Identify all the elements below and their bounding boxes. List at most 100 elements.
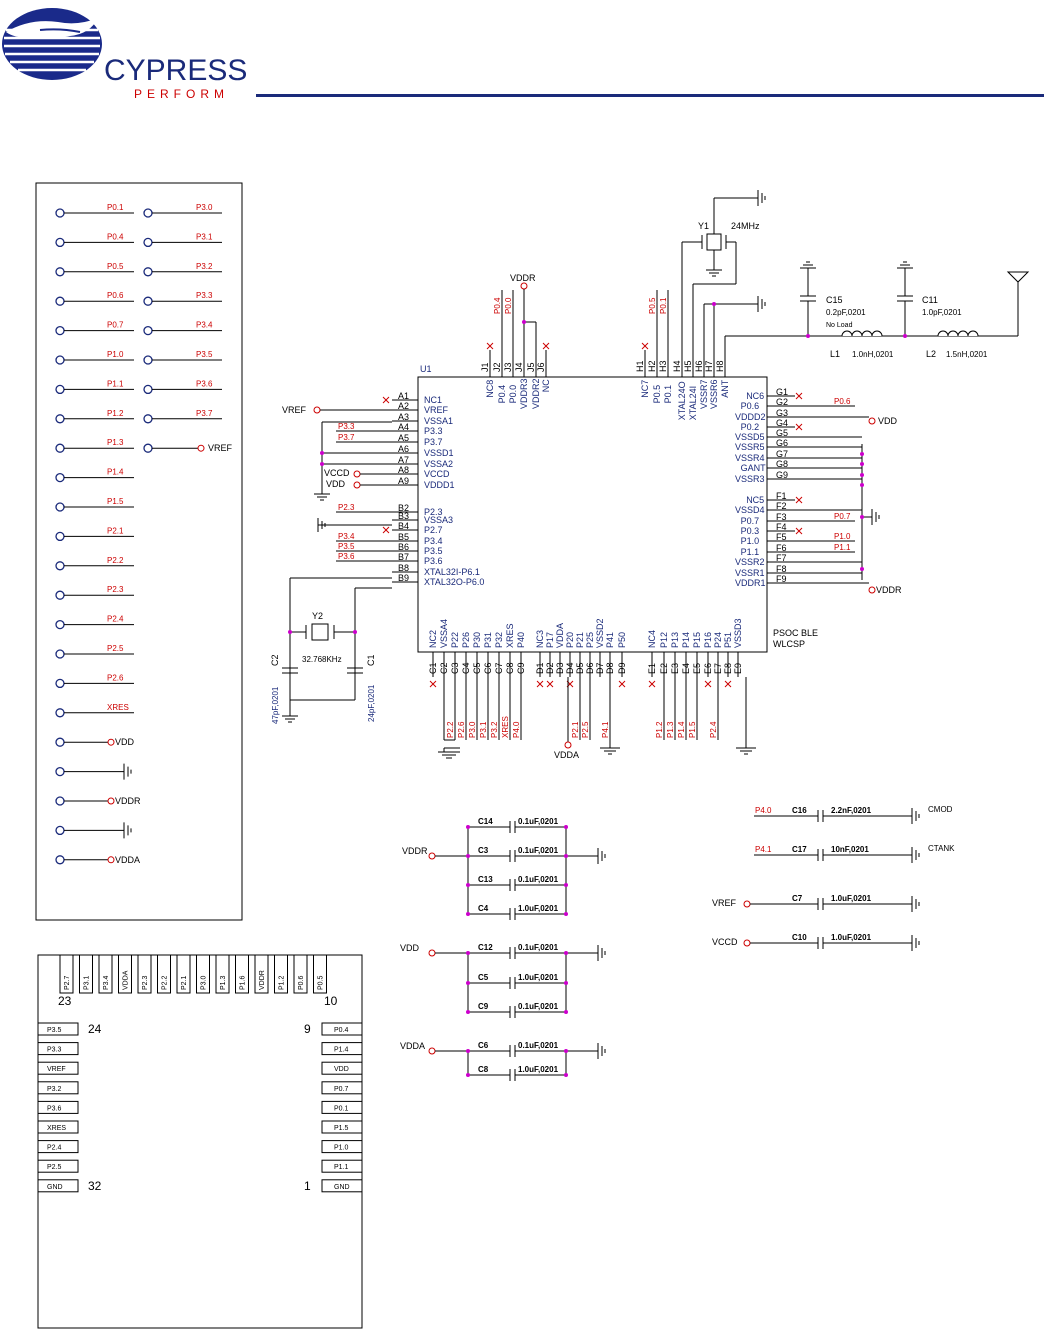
module-pin-label: P1.3 xyxy=(220,975,227,990)
module-right-pad xyxy=(321,1042,363,1056)
c2-ref: C2 xyxy=(270,654,280,666)
header-pin-label: P0.5 xyxy=(107,262,124,271)
u1-pin-number: E9 xyxy=(733,663,743,674)
u1-pin-number: A6 xyxy=(398,444,409,454)
u1-pin-number: C9 xyxy=(516,662,526,674)
net-label: P0.7 xyxy=(834,512,851,521)
net-label: P1.0 xyxy=(834,532,851,541)
header-pin xyxy=(55,296,65,306)
module-pin-label: P1.5 xyxy=(334,1125,349,1132)
u1-pin-name: VSSD4 xyxy=(735,505,765,515)
header-left-column: P0.1P0.4P0.5P0.6P0.7P1.0P1.1P1.2P1.3P1.4… xyxy=(55,203,141,865)
u1-pin-number: E7 xyxy=(713,663,723,674)
module-top-pad xyxy=(235,954,249,994)
header-pin-label: P0.7 xyxy=(107,321,124,330)
u1-pin-name: VDDR2 xyxy=(531,378,541,409)
header-pin xyxy=(143,208,153,218)
module-pin-label: GND xyxy=(334,1184,350,1191)
header-pin xyxy=(143,355,153,365)
u1-pin-number: H6 xyxy=(694,360,704,372)
header-pin xyxy=(143,296,153,306)
misc-net-label: P4.0 xyxy=(755,806,772,815)
module-pin-number: 23 xyxy=(58,994,72,1008)
u1-pin-number: H8 xyxy=(715,360,725,372)
u1-pin-name: P0.6 xyxy=(741,401,760,411)
u1-pin-number: F8 xyxy=(776,564,787,574)
vddr-right-label: VDDR xyxy=(876,585,902,595)
y2-value: 32.768KHz xyxy=(302,655,342,664)
u1-pin-number: B6 xyxy=(398,542,409,552)
power-port xyxy=(743,900,751,908)
u1-pin-name: P40 xyxy=(516,632,526,648)
cap-ref: C17 xyxy=(792,845,807,854)
module-pin-label: GND xyxy=(47,1184,63,1191)
module-pin-label: P0.1 xyxy=(334,1105,349,1112)
module-pin-label: P0.6 xyxy=(298,975,305,990)
u1-pin-name: P0.5 xyxy=(652,385,662,404)
module-top-pad xyxy=(98,954,113,994)
cypress-logo xyxy=(2,8,102,80)
net-label: P3.7 xyxy=(338,433,355,442)
u1-pin-name: VSSR6 xyxy=(709,379,719,409)
u1-pin-number: J6 xyxy=(536,362,546,372)
c15-value: 0.2pF,0201 xyxy=(826,308,866,317)
u1-pin-name: P3.6 xyxy=(424,556,443,566)
header-pin xyxy=(143,237,153,248)
u1-bottom-pins: C1NC2C2VSSA4C3P22P2.2C4P26P2.6C5P30P3.0C… xyxy=(428,618,743,740)
y1-value: 24MHz xyxy=(731,221,760,231)
u1-pin-number: D1 xyxy=(535,662,545,674)
module-top-pad xyxy=(79,954,93,994)
cap-label: CMOD xyxy=(928,805,953,814)
module-right-pad xyxy=(321,1120,363,1134)
module-top-pad xyxy=(157,954,171,994)
header-pin-label: VREF xyxy=(208,443,233,453)
module-right-pad xyxy=(321,1100,363,1114)
power-port xyxy=(428,949,436,957)
u1-pin-number: H2 xyxy=(647,360,657,372)
cap-value: 1.0uF,0201 xyxy=(518,973,559,982)
header-pin-label: P2.4 xyxy=(107,615,124,624)
u1-pin-name: P2.3 xyxy=(424,507,443,517)
net-label: P2.4 xyxy=(709,721,718,738)
u1-pin-number: A5 xyxy=(398,433,409,443)
u1-pin-number: C2 xyxy=(439,662,449,674)
u1-pin-name: P0.1 xyxy=(663,385,673,404)
header-pin-label: P3.5 xyxy=(196,350,213,359)
module-left-pad xyxy=(37,1100,79,1114)
header-pin-label: P3.2 xyxy=(196,262,213,271)
cap-value: 1.0uF,0201 xyxy=(831,894,872,903)
net-label: P0.0 xyxy=(504,297,513,314)
cap-ref: C6 xyxy=(478,1041,489,1050)
u1-pin-name: VSSD1 xyxy=(424,448,454,458)
module-pin-label: P0.5 xyxy=(318,975,325,990)
u1-pin-number: H5 xyxy=(683,360,693,372)
module-pin-label: P2.1 xyxy=(181,975,188,990)
power-port xyxy=(107,738,115,746)
header-pin xyxy=(55,590,65,600)
header-pin xyxy=(55,208,65,218)
u1-package: WLCSP xyxy=(773,639,805,649)
cap-ref: C14 xyxy=(478,817,493,826)
u1-pin-number: G4 xyxy=(776,418,788,428)
u1-pin-number: F5 xyxy=(776,532,787,542)
u1-pin-number: B3 xyxy=(398,511,409,521)
u1-pin-name: XTAL32I-P6.1 xyxy=(424,567,480,577)
u1-pin-number: G3 xyxy=(776,408,788,418)
brand-name: CYPRESS xyxy=(104,54,247,87)
u1-pin-number: G7 xyxy=(776,449,788,459)
header-pin-label: P2.3 xyxy=(107,585,124,594)
header-pin-label: P3.3 xyxy=(196,291,213,300)
header-pin-label: P2.1 xyxy=(107,526,124,535)
module-outline xyxy=(37,954,363,1329)
header-pin-label: P0.6 xyxy=(107,291,124,300)
u1-pin-name: GANT xyxy=(741,463,767,473)
u1-pin-name: P12 xyxy=(659,632,669,648)
net-label: P3.6 xyxy=(338,552,355,561)
u1-pin-number: D8 xyxy=(605,662,615,674)
u1-pin-number: D9 xyxy=(617,662,627,674)
module-right-pad xyxy=(321,1159,363,1173)
header-pin xyxy=(143,325,153,336)
u1-pin-number: G1 xyxy=(776,387,788,397)
module-pin-label: P0.7 xyxy=(334,1086,349,1093)
